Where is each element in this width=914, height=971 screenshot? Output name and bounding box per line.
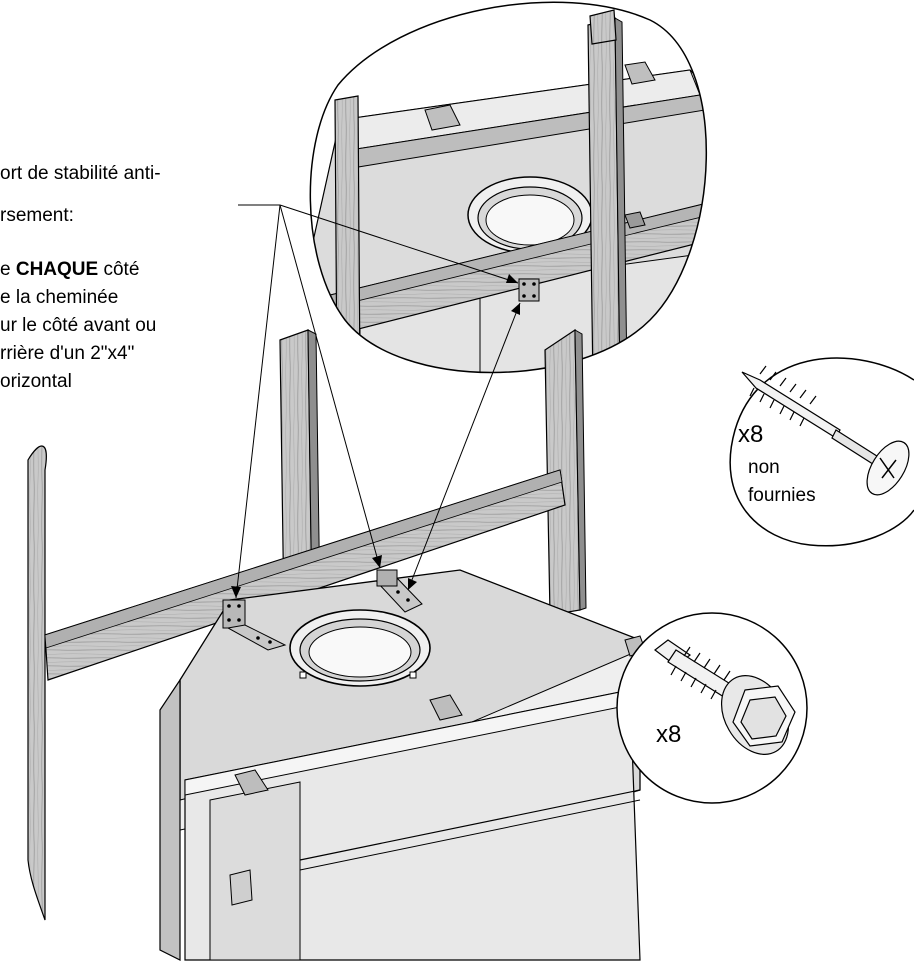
- instruction-line-2: rsement:: [0, 205, 74, 226]
- stability-bracket-left: [222, 599, 287, 651]
- hex-screw-quantity: x8: [656, 721, 681, 748]
- fireplace-unit: [159, 569, 647, 961]
- hex-screw-callout: x8: [616, 612, 808, 804]
- leader-lines: [235, 204, 521, 599]
- zoom-detail: [309, 1, 707, 374]
- wood-screw-icon: [741, 365, 910, 496]
- instruction-line-5: ur le côté avant ou: [0, 315, 157, 336]
- instruction-line-3-post: côté: [98, 259, 140, 280]
- instruction-line-3: e CHAQUE côté: [0, 258, 139, 282]
- instruction-line-3-bold: CHAQUE: [15, 259, 99, 280]
- instruction-line-4: e la cheminée: [0, 287, 119, 308]
- zoom-bracket: [518, 278, 540, 302]
- wood-screw-note-line2: fournies: [748, 485, 816, 506]
- wood-screw-quantity: x8: [738, 421, 763, 448]
- wood-screw-callout: x8 non fournies: [729, 357, 914, 547]
- wood-screw-note-line1: non: [748, 457, 780, 478]
- wall-framing: [27, 328, 587, 921]
- instruction-line-6: rrière d'un 2"x4": [0, 343, 135, 364]
- stability-bracket-right: [376, 569, 423, 613]
- instruction-line-7: orizontal: [0, 371, 72, 392]
- arrowheads: [231, 274, 520, 598]
- instruction-line-1: ort de stabilité anti-: [0, 163, 161, 184]
- instruction-line-3-pre: e: [0, 259, 16, 280]
- hex-head-screw-icon: [654, 639, 796, 755]
